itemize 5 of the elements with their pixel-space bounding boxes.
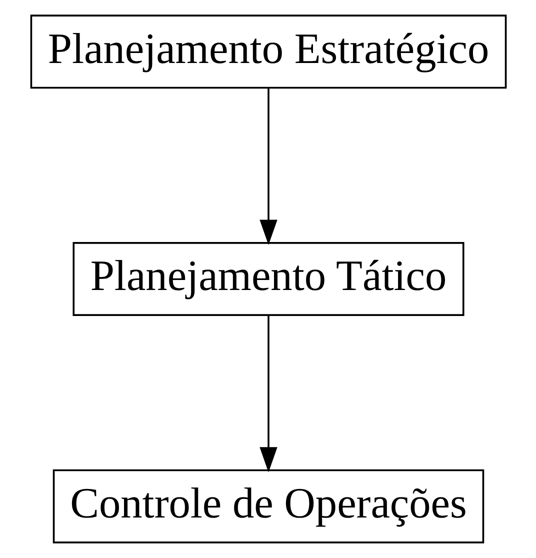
node-box: Planejamento Tático xyxy=(72,242,464,316)
node-box: Controle de Operações xyxy=(52,469,484,544)
node-box: Planejamento Estratégico xyxy=(30,14,506,89)
arrow xyxy=(259,315,277,472)
arrow xyxy=(259,88,277,246)
